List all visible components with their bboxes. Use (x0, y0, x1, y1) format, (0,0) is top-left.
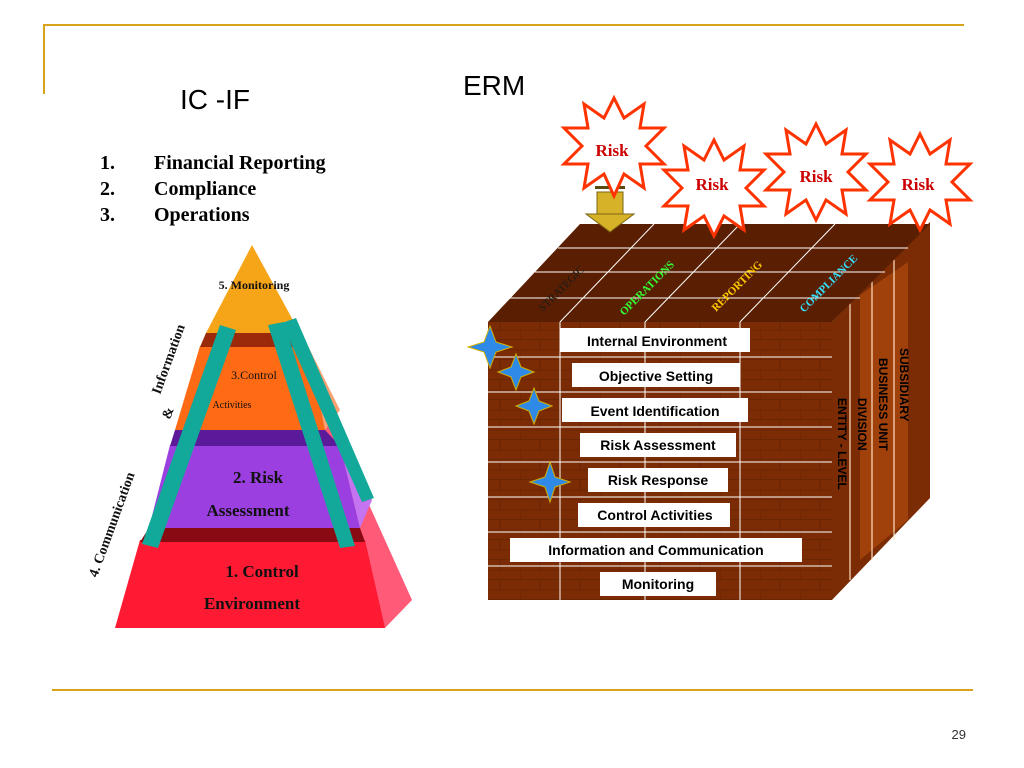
page-number: 29 (951, 727, 966, 742)
risk-assessment-label: 2. Risk (233, 468, 284, 487)
component-objective-setting: Objective Setting (599, 368, 713, 384)
left-rule (43, 24, 45, 94)
pyramid-level-control-environment (115, 540, 385, 628)
component-risk-response: Risk Response (608, 472, 709, 488)
control-environment-label: 1. Control (225, 562, 299, 581)
list-number: 3. (100, 204, 115, 226)
component-event-identification: Event Identification (590, 403, 719, 419)
list-number: 2. (100, 178, 115, 200)
pyramid-accent-band-left (142, 325, 236, 548)
risk-assessment-label-2: Assessment (206, 501, 289, 520)
side-level-subsidiary: SUBSIDIARY (897, 348, 911, 422)
bottom-rule (52, 689, 973, 691)
side-level-entity: ENTITY - LEVEL (835, 398, 849, 490)
risk-burst-icon: Risk (866, 130, 974, 234)
row-bg (600, 572, 716, 596)
side-level-business-unit: BUSINESS UNIT (876, 358, 890, 451)
risk-burst-icon: Risk (660, 136, 768, 240)
sparkle-icon (466, 324, 572, 504)
control-activities-label: 3.Control (231, 368, 277, 382)
pyramid-accent-band-mid (268, 322, 355, 548)
component-risk-assessment: Risk Assessment (600, 437, 716, 453)
cube-side-slices (849, 259, 895, 580)
monitoring-label: 5. Monitoring (219, 278, 290, 292)
row-bg (580, 433, 736, 457)
list-label: Compliance (154, 178, 257, 200)
row-bg (510, 538, 802, 562)
control-environment-label-2: Environment (204, 594, 300, 613)
list-item: 2. Compliance (100, 176, 326, 202)
side-level-division: DIVISION (855, 398, 869, 451)
control-activities-label-2: Activities (213, 400, 252, 411)
row-bg (572, 363, 740, 387)
component-information-communication: Information and Communication (548, 542, 763, 558)
pyramid-band (140, 528, 365, 542)
top-rule (43, 24, 964, 26)
risk-burst-label: Risk (695, 175, 729, 194)
pyramid-accent-band-right (282, 318, 374, 502)
row-bg (588, 468, 728, 492)
component-internal-environment: Internal Environment (587, 333, 727, 349)
cube-top-grid (510, 223, 908, 323)
list-number: 1. (100, 152, 115, 174)
risk-burst-label: Risk (901, 175, 935, 194)
ampersand-side-label: & (160, 405, 178, 421)
ic-if-title: IC -IF (180, 84, 250, 115)
objectives-list: 1. Financial Reporting 2. Compliance 3. … (100, 150, 326, 228)
erm-title: ERM (463, 70, 526, 101)
row-bg (562, 398, 748, 422)
pyramid-level-monitoring (206, 245, 300, 333)
component-control-activities: Control Activities (597, 507, 713, 523)
list-label: Financial Reporting (154, 152, 326, 174)
row-bg (560, 328, 750, 352)
pyramid-level-risk-assessment (149, 445, 360, 528)
list-item: 1. Financial Reporting (100, 150, 326, 176)
list-label: Operations (154, 204, 250, 226)
risk-burst-label: Risk (799, 167, 833, 186)
risk-burst-label: Risk (595, 141, 629, 160)
risk-burst-icon: Risk (762, 120, 870, 224)
component-monitoring: Monitoring (622, 576, 694, 592)
risk-burst-icon: Risk (560, 94, 668, 200)
row-bg (578, 503, 730, 527)
pyramid-band (170, 430, 340, 446)
list-item: 3. Operations (100, 202, 326, 228)
